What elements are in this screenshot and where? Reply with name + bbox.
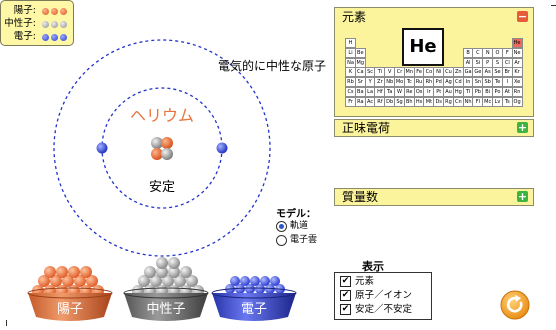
collapse-icon[interactable]: −	[517, 10, 528, 23]
neutron-bucket-label: 中性子	[146, 302, 186, 317]
nucleus[interactable]	[151, 137, 173, 160]
neutron-particle	[161, 148, 173, 160]
display-option-label: 安定／不安定	[355, 304, 413, 315]
checkbox-atom-ion[interactable]: ✔	[340, 290, 351, 301]
neutron-icon	[42, 19, 72, 29]
cursor-mark	[6, 320, 7, 326]
element-cell-be: Be	[354, 47, 366, 58]
radio-orbit[interactable]	[276, 221, 287, 232]
electron-particle[interactable]	[96, 142, 108, 154]
neutron-bucket[interactable]	[123, 257, 209, 321]
particle-buckets	[27, 257, 297, 321]
legend-proton-row: 陽子:	[0, 4, 70, 17]
element-panel-title: 元素	[342, 10, 367, 24]
display-option-label: 元素	[355, 276, 375, 287]
legend-neutron-row: 中性子:	[0, 17, 70, 30]
edge-mark	[551, 5, 556, 6]
checkbox-element[interactable]: ✔	[340, 276, 351, 287]
model-option-label: 電子雲	[290, 235, 318, 245]
electron-icon	[42, 32, 72, 42]
proton-icon	[42, 6, 72, 16]
stability-text: 安定	[148, 180, 175, 195]
element-cell-h: H	[345, 38, 356, 48]
charge-status-text: 電気的に中性な原子	[218, 59, 327, 73]
mass-number-title: 質量数	[342, 190, 379, 204]
atom-orbits	[53, 39, 271, 257]
mass-number-panel[interactable]: 質量数 +	[334, 188, 534, 206]
neutron-particle	[151, 137, 163, 149]
element-cell-mg: Mg	[354, 57, 366, 68]
display-option-label: 原子／イオン	[355, 290, 413, 301]
proton-bucket[interactable]	[27, 266, 113, 321]
legend-neutron-label: 中性子:	[4, 18, 36, 29]
element-symbol: He	[402, 28, 444, 66]
reset-button[interactable]	[500, 290, 530, 320]
expand-mass-number-plus-icon[interactable]: +	[517, 190, 528, 203]
electron-particle[interactable]	[216, 142, 228, 154]
display-title: 表示	[362, 260, 384, 273]
checkbox-stability[interactable]: ✔	[340, 304, 351, 315]
legend-electron-row: 電子:	[0, 30, 70, 43]
model-option-cloud[interactable]: 電子雲	[276, 234, 336, 246]
net-charge-title: 正味電荷	[342, 121, 391, 135]
electron-bucket[interactable]	[211, 276, 297, 321]
net-charge-panel[interactable]: 正味電荷 +	[334, 119, 534, 137]
display-options: ✔ 元素 ✔ 原子／イオン ✔ 安定／不安定	[334, 272, 432, 320]
radio-cloud[interactable]	[276, 235, 287, 246]
electron-bucket-label: 電子	[240, 302, 267, 317]
element-cell-ar: Ar	[511, 57, 523, 68]
element-cell-og: Og	[511, 96, 523, 107]
expand-net-charge-plus-icon[interactable]: +	[517, 121, 528, 134]
element-cell-he: He	[511, 38, 523, 48]
proton-particle	[161, 137, 173, 149]
model-option-label: 軌道	[290, 221, 309, 231]
element-cell-ne: Ne	[511, 47, 523, 58]
element-name: ヘリウム	[129, 106, 194, 125]
element-cell-kr: Kr	[511, 67, 523, 78]
legend-proton-label: 陽子:	[13, 5, 36, 16]
particle-legend: 陽子: 中性子: 電子:	[0, 0, 74, 46]
element-cell-rn: Rn	[511, 87, 523, 97]
element-cell-xe: Xe	[511, 77, 523, 88]
proton-bucket-label: 陽子	[56, 302, 83, 317]
proton-particle	[151, 148, 163, 160]
model-title: モデル：	[276, 209, 316, 220]
reset-icon	[506, 295, 523, 313]
legend-electron-label: 電子:	[13, 31, 36, 42]
model-option-orbit[interactable]: 軌道	[276, 220, 336, 232]
outer-orbit	[53, 39, 271, 257]
